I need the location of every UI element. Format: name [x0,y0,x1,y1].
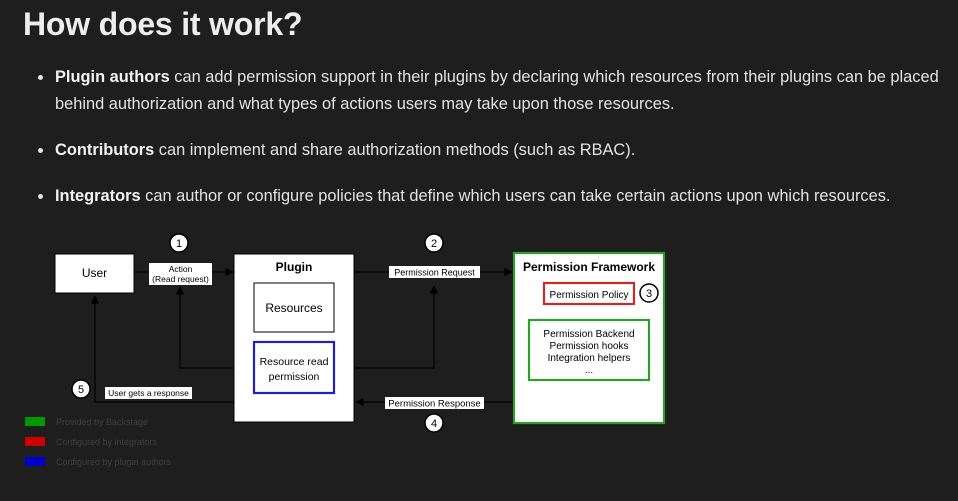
step-2-badge: 2 [424,233,444,253]
resource-read-label-2: permission [269,371,320,383]
edge-label-permission-request: Permission Request [389,266,480,278]
backend-line-4: ... [585,365,593,376]
legend-item-integrators: Configured by integrators [25,437,158,447]
bullet-text: can implement and share authorization me… [154,141,636,159]
step-3-badge: 3 [639,283,659,303]
plugin-node: Plugin Resources Resource read permissio… [233,253,355,423]
arrow-user-response [90,295,234,403]
legend: Provided by Backstage Configured by inte… [25,417,172,467]
bullet-text: can add permission support in their plug… [55,68,939,113]
permission-response-label: Permission Response [388,399,480,410]
step-number: 1 [176,238,182,250]
backend-box [527,318,651,382]
bullet-text: can author or configure policies that de… [140,187,891,205]
user-node: User [54,253,135,294]
resource-read-box [252,340,336,395]
step-5-badge: 5 [71,379,91,399]
backend-line-3: Integration helpers [548,353,631,364]
permission-framework-node: Permission Framework Permission Policy P… [512,251,666,425]
framework-label: Permission Framework [523,260,655,274]
step-number: 5 [78,384,84,396]
backend-line-1: Permission Backend [543,329,634,340]
legend-label: Configured by integrators [56,437,158,447]
legend-label: Provided by Backstage [56,417,148,427]
policy-label: Permission Policy [550,290,629,301]
action-label-1: Action [169,264,193,274]
bullet-contributors: Contributors can implement and share aut… [38,137,950,164]
resource-read-label-1: Resource read [260,356,329,368]
plugin-label: Plugin [276,260,313,274]
user-response-label: User gets a response [108,388,189,398]
legend-swatch [25,457,45,466]
action-label-2: (Read request) [152,274,209,284]
bullet-bold-term: Plugin authors [55,68,170,86]
user-label: User [82,266,107,280]
page-heading: How does it work? [23,6,303,42]
step-number: 4 [431,418,437,430]
legend-swatch [25,417,45,426]
bullet-list: Plugin authors can add permission suppor… [38,64,950,229]
policy-box [542,281,636,306]
edge-label-permission-response: Permission Response [385,397,484,410]
bullet-bold-term: Contributors [55,141,155,159]
legend-item-backstage: Provided by Backstage [25,417,148,427]
arrow-resource-to-action [175,286,254,369]
backend-line-2: Permission hooks [550,341,629,352]
step-number: 2 [431,238,437,250]
legend-label: Configured by plugin authors [56,457,172,467]
step-1-badge: 1 [169,233,189,253]
legend-swatch [25,437,45,446]
bullet-bold-term: Integrators [55,187,141,205]
step-number: 3 [646,288,652,300]
arrow-resource-to-request [335,285,439,369]
legend-item-plugin-authors: Configured by plugin authors [25,457,172,467]
bullet-plugin-authors: Plugin authors can add permission suppor… [38,64,950,118]
resources-label: Resources [265,301,322,315]
bullet-integrators: Integrators can author or configure poli… [38,183,950,210]
resources-box [253,282,335,333]
edge-label-user-response: User gets a response [105,387,192,399]
permission-request-label: Permission Request [394,268,475,278]
step-4-badge: 4 [424,413,444,433]
edge-label-action: Action (Read request) [149,263,212,285]
